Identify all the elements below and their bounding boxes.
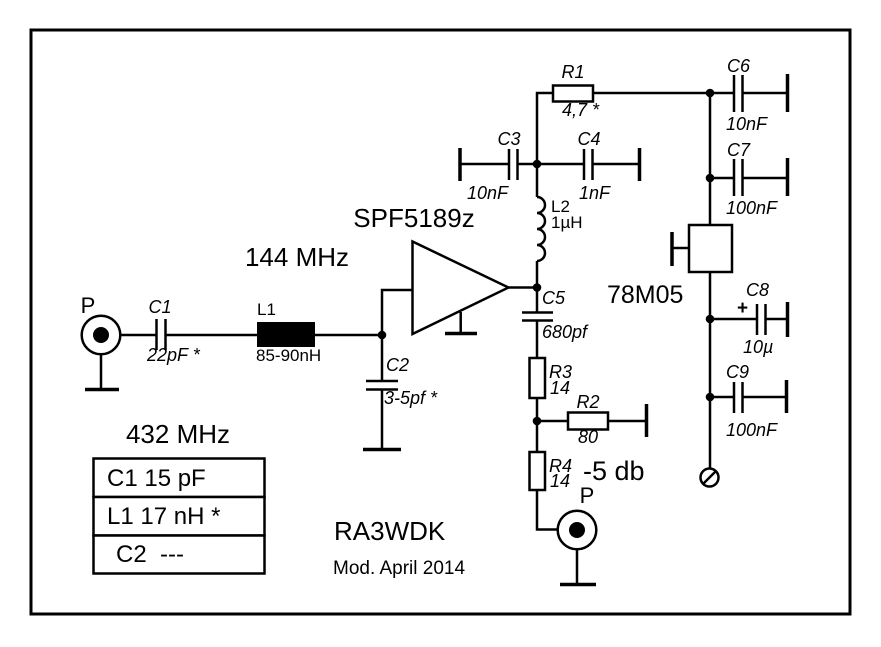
resistor-icon xyxy=(528,356,547,400)
schematic-border xyxy=(29,28,852,616)
resistor-r2: R2 80 xyxy=(537,392,649,447)
inductor-coil-icon xyxy=(536,195,547,263)
component-value: 22pF * xyxy=(146,345,201,365)
component-value: 85-90nH xyxy=(256,346,321,365)
wire xyxy=(380,288,413,335)
component-label: C1 xyxy=(148,297,171,317)
table-cell: L1 17 nH * xyxy=(107,503,220,530)
capacitor-c4: C4 1nF xyxy=(537,129,642,203)
revision-label: Mod. April 2014 xyxy=(333,558,465,579)
component-label: C8 xyxy=(746,280,769,300)
component-label: C3 xyxy=(497,129,520,149)
capacitor-c8: + C8 10µ xyxy=(705,272,790,357)
resistor-icon xyxy=(528,450,547,492)
component-value: 100nF xyxy=(726,420,778,440)
capacitor-c6: C6 10nF xyxy=(710,56,790,134)
supply-terminal xyxy=(699,397,720,488)
amplifier-icon xyxy=(411,239,512,336)
amplifier-part-label: SPF5189z xyxy=(353,203,474,233)
terminal-slash-icon xyxy=(701,469,718,486)
table-cell: C2 --- xyxy=(116,541,184,568)
resistor-r3: R3 14 xyxy=(528,320,572,426)
regulator-icon xyxy=(687,223,734,274)
resistor-r1: R1 4,7 * xyxy=(535,62,715,164)
output-port-label: P xyxy=(580,483,595,508)
component-label: R3 xyxy=(549,362,572,382)
frequency-144-label: 144 MHz xyxy=(245,242,349,272)
table-cell: C1 15 pF xyxy=(107,465,206,492)
component-value: 1nF xyxy=(579,183,611,203)
component-label: L1 xyxy=(257,300,276,319)
component-label: R1 xyxy=(561,62,584,82)
wire xyxy=(535,91,553,164)
inductor-l2: L2 1µH xyxy=(532,159,583,288)
input-port-p: P xyxy=(80,293,122,392)
regulator-78m05: 78M05 xyxy=(607,178,734,309)
component-value: 80 xyxy=(578,427,598,447)
inductor-icon xyxy=(257,322,315,347)
connector-pin-icon xyxy=(569,522,585,538)
component-label: R4 xyxy=(549,456,572,476)
component-value: 10nF xyxy=(726,114,768,134)
wire xyxy=(535,490,558,531)
component-label: L2 xyxy=(551,197,570,216)
component-value: 4,7 * xyxy=(562,100,600,120)
table-row xyxy=(92,534,266,575)
component-value: 14 xyxy=(550,378,570,398)
input-port-label: P xyxy=(81,293,96,318)
capacitor-c7: C7 100nF xyxy=(705,93,790,218)
component-label: C7 xyxy=(727,140,751,160)
component-label: C4 xyxy=(577,129,600,149)
component-label: R2 xyxy=(576,392,599,412)
amplifier-spf5189z: SPF5189z 144 MHz xyxy=(245,203,542,336)
component-value: 1µH xyxy=(551,213,583,232)
inductor-l1: L1 85-90nH xyxy=(256,300,387,365)
component-value: 10nF xyxy=(467,183,509,203)
table-row xyxy=(92,495,266,537)
component-label: C2 xyxy=(386,355,409,375)
attenuation-label: -5 db xyxy=(583,456,645,486)
connector-pin-icon xyxy=(93,327,109,343)
polarity-plus-icon: + xyxy=(737,298,748,319)
component-value: 100nF xyxy=(726,198,778,218)
component-value: 680pf xyxy=(542,322,589,342)
credits: RA3WDK Mod. April 2014 xyxy=(333,516,465,579)
regulator-part-label: 78M05 xyxy=(607,281,683,309)
component-value: 3-5pf * xyxy=(384,388,438,408)
component-label: C6 xyxy=(727,56,751,76)
table-432mhz: 432 MHz C1 15 pF L1 17 nH * C2 --- xyxy=(92,419,266,575)
output-port-p: P xyxy=(535,483,598,587)
capacitor-c3: C3 10nF xyxy=(458,129,537,203)
component-label: C9 xyxy=(726,362,749,382)
component-label: C5 xyxy=(542,288,566,308)
author-label: RA3WDK xyxy=(334,516,446,546)
component-value: 10µ xyxy=(743,337,773,357)
component-value: 14 xyxy=(550,471,570,491)
resistor-r4: R4 14 -5 db xyxy=(528,421,645,492)
capacitor-c5: C5 680pf xyxy=(522,287,589,342)
frequency-432-label: 432 MHz xyxy=(126,419,230,449)
capacitor-c1: C1 22pF * xyxy=(120,297,257,365)
capacitor-c2: C2 3-5pf * xyxy=(363,335,438,452)
